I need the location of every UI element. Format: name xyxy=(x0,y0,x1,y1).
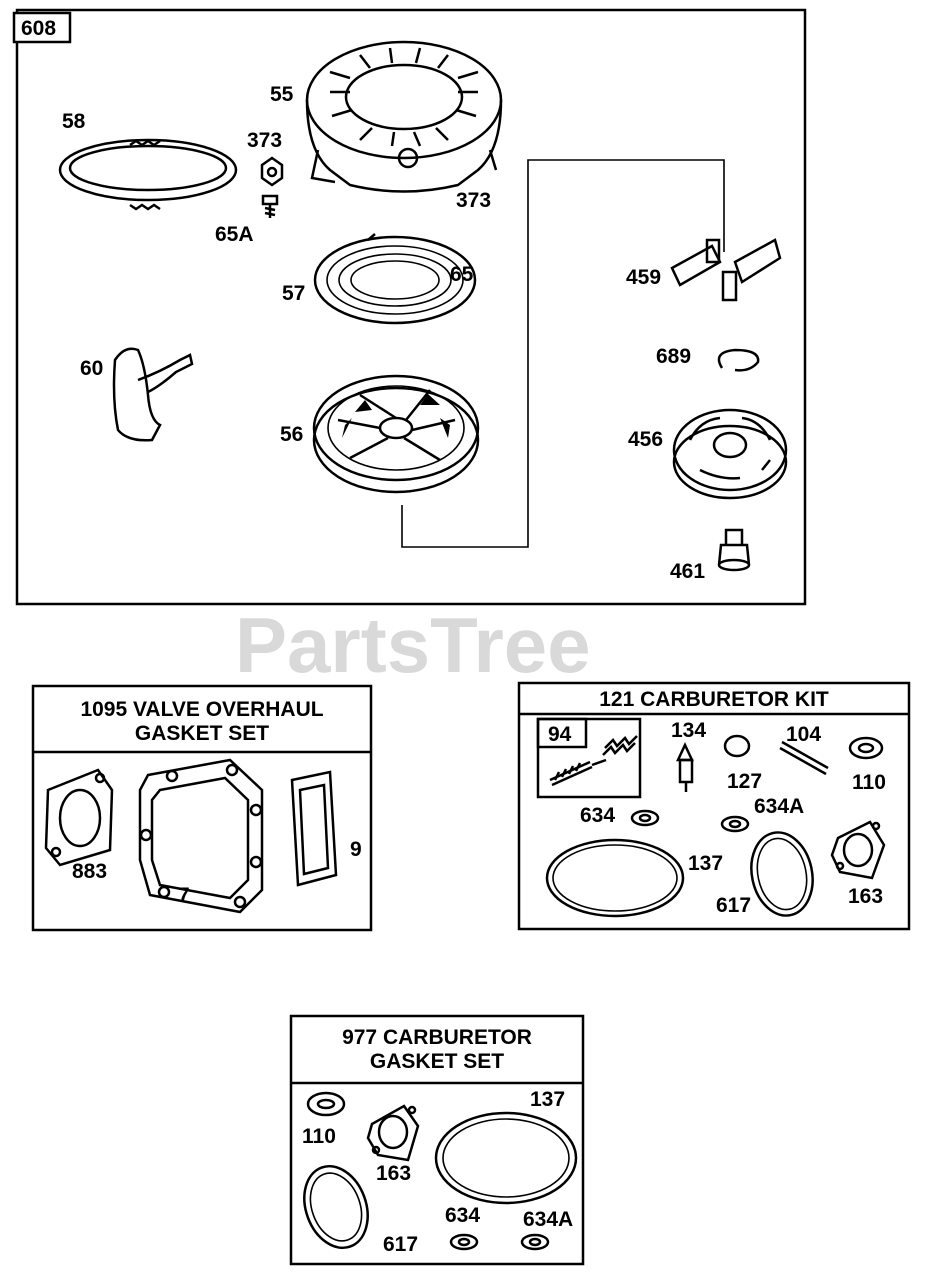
callout-634a-gasket: 634A xyxy=(523,1208,573,1231)
callout-7: 7 xyxy=(178,884,190,907)
callout-137: 137 xyxy=(688,852,723,875)
bowl-gasket-137-part[interactable] xyxy=(545,838,685,918)
retainer-ring-part[interactable] xyxy=(717,348,760,372)
callout-110: 110 xyxy=(852,771,886,794)
callout-883: 883 xyxy=(72,860,107,883)
valve-gasket-panel: 1095 VALVE OVERHAUL GASKET SET 883 7 9 xyxy=(31,684,373,932)
callout-9: 9 xyxy=(350,838,362,861)
starter-housing-part[interactable] xyxy=(305,40,503,193)
washer-634a-part[interactable] xyxy=(720,815,750,833)
valve-kit-title-2: GASKET SET xyxy=(135,722,269,745)
callout-617-gasket: 617 xyxy=(383,1233,418,1256)
callout-94: 94 xyxy=(548,723,572,746)
intake-gasket-163-set-part[interactable] xyxy=(366,1104,420,1162)
callout-373-housing: 373 xyxy=(456,189,491,212)
callout-634-gasket: 634 xyxy=(445,1204,480,1227)
callout-110-gasket: 110 xyxy=(302,1125,336,1148)
intake-gasket-163-part[interactable] xyxy=(830,820,886,880)
carburetor-kit-panel: 121 CARBURETOR KIT 94 134 127 104 xyxy=(517,681,911,931)
starter-cup-part[interactable] xyxy=(672,408,788,500)
ref-box xyxy=(12,11,72,44)
starter-handle-part[interactable] xyxy=(112,347,194,442)
o-ring-617-set-part[interactable] xyxy=(293,1157,378,1256)
starter-rope-part[interactable] xyxy=(58,138,238,211)
callout-56: 56 xyxy=(280,423,303,446)
valve-kit-title-1: 1095 VALVE OVERHAUL xyxy=(80,698,323,721)
callout-459: 459 xyxy=(626,266,661,289)
washer-110-part[interactable] xyxy=(848,736,884,760)
carb-gasket-title-2: GASKET SET xyxy=(370,1050,504,1073)
float-needle-part[interactable] xyxy=(676,742,694,792)
callout-65: 65 xyxy=(450,263,474,286)
callout-373-nut: 373 xyxy=(247,129,282,152)
callout-634: 634 xyxy=(580,804,615,827)
callout-137-gasket: 137 xyxy=(530,1088,565,1111)
mixture-screw-part[interactable] xyxy=(549,758,607,787)
callout-163: 163 xyxy=(848,885,883,908)
callout-617: 617 xyxy=(716,894,751,917)
callout-60: 60 xyxy=(80,357,103,380)
o-ring-617-part[interactable] xyxy=(744,827,820,922)
screw-part[interactable] xyxy=(261,194,279,218)
washer-634-set-part[interactable] xyxy=(449,1233,479,1251)
screw-spring-part[interactable] xyxy=(602,735,638,756)
callout-57: 57 xyxy=(282,282,305,305)
callout-689: 689 xyxy=(656,345,691,368)
watermark: PartsTree xyxy=(235,601,591,689)
callout-163-gasket: 163 xyxy=(376,1162,411,1185)
callout-127: 127 xyxy=(727,770,762,793)
valve-cover-gasket-part[interactable] xyxy=(290,770,338,887)
bowl-gasket-137-set-part[interactable] xyxy=(434,1111,578,1205)
head-gasket-part[interactable] xyxy=(138,758,264,914)
exhaust-gasket-part[interactable] xyxy=(44,768,114,867)
callout-456: 456 xyxy=(628,428,663,451)
nut-part[interactable] xyxy=(260,156,284,187)
callout-58: 58 xyxy=(62,110,86,133)
rewind-spring-part[interactable] xyxy=(313,233,477,325)
starter-panel: 608 55 58 373 65A 373 xyxy=(12,8,807,606)
callout-461: 461 xyxy=(670,560,705,583)
washer-110-gasket-part[interactable] xyxy=(306,1091,346,1117)
float-pin-part[interactable] xyxy=(779,740,829,776)
ref-number: 608 xyxy=(21,17,56,40)
callout-55: 55 xyxy=(270,83,294,106)
washer-634-part[interactable] xyxy=(630,809,660,827)
callout-104: 104 xyxy=(786,723,821,746)
stud-part[interactable] xyxy=(717,528,751,572)
carburetor-gasket-panel: 977 CARBURETOR GASKET SET 110 163 137 61… xyxy=(289,1014,585,1266)
callout-65a: 65A xyxy=(215,223,254,246)
carb-kit-title: 121 CARBURETOR KIT xyxy=(599,688,829,711)
callout-634a: 634A xyxy=(754,795,804,818)
needle-subkit-box xyxy=(536,717,642,799)
pulley-part[interactable] xyxy=(312,374,480,494)
assembly-bracket-line xyxy=(401,159,725,548)
ratchet-part[interactable] xyxy=(670,238,782,302)
carb-gasket-title-1: 977 CARBURETOR xyxy=(342,1026,532,1049)
callout-134: 134 xyxy=(671,719,706,742)
washer-634a-set-part[interactable] xyxy=(520,1233,550,1251)
welch-plug-part[interactable] xyxy=(723,734,751,758)
